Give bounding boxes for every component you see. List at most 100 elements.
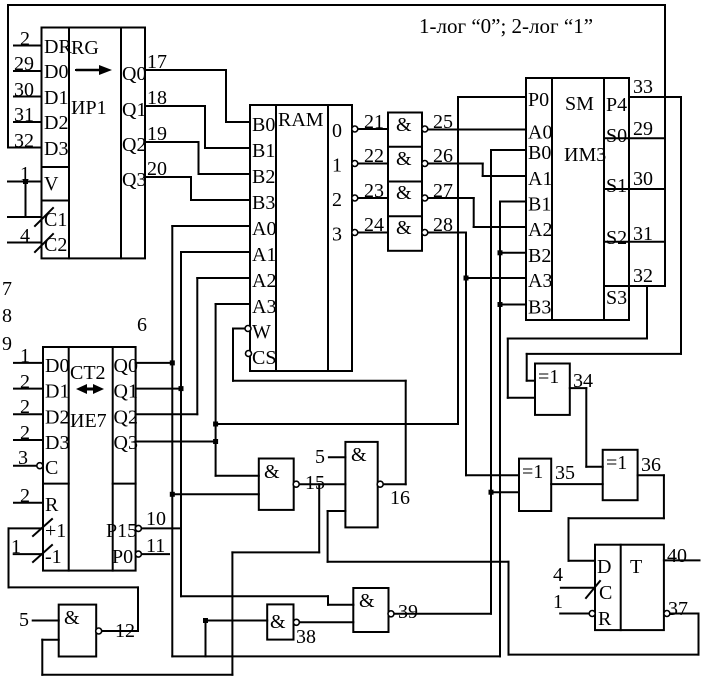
svg-text:22: 22 <box>364 145 384 167</box>
svg-text:30: 30 <box>633 168 653 190</box>
svg-text:17: 17 <box>147 51 167 73</box>
svg-text:&: & <box>359 590 375 612</box>
svg-text:&: & <box>64 607 80 629</box>
svg-text:30: 30 <box>14 79 34 101</box>
svg-text:SM: SM <box>565 93 594 115</box>
svg-text:P4: P4 <box>606 94 627 116</box>
svg-text:C2: C2 <box>44 234 67 256</box>
svg-text:C1: C1 <box>44 209 67 231</box>
svg-text:19: 19 <box>147 123 167 145</box>
svg-text:1: 1 <box>20 163 30 185</box>
svg-text:ИЕ7: ИЕ7 <box>70 410 107 432</box>
svg-text:32: 32 <box>633 265 653 287</box>
svg-text:31: 31 <box>633 223 653 245</box>
svg-text:P0: P0 <box>112 546 133 568</box>
svg-text:Q2: Q2 <box>122 134 146 156</box>
svg-text:C: C <box>45 457 58 479</box>
svg-text:0: 0 <box>332 120 342 142</box>
svg-text:T: T <box>630 556 642 578</box>
svg-text:28: 28 <box>433 214 453 236</box>
svg-text:V: V <box>44 173 59 195</box>
svg-text:Q2: Q2 <box>114 406 138 428</box>
svg-text:P0: P0 <box>528 89 549 111</box>
svg-text:B2: B2 <box>528 245 551 267</box>
svg-text:Q1: Q1 <box>122 99 146 121</box>
svg-text:R: R <box>598 608 612 630</box>
svg-text:24: 24 <box>364 214 384 236</box>
svg-text:D1: D1 <box>44 87 68 109</box>
svg-text:+1: +1 <box>45 520 66 542</box>
svg-text:A0: A0 <box>252 218 276 240</box>
svg-text:33: 33 <box>633 76 653 98</box>
svg-text:B3: B3 <box>252 192 275 214</box>
svg-text:2: 2 <box>20 28 30 50</box>
svg-text:Q0: Q0 <box>114 355 138 377</box>
svg-text:&: & <box>264 461 280 483</box>
svg-text:40: 40 <box>667 545 687 567</box>
svg-text:2: 2 <box>332 189 342 211</box>
svg-text:Q3: Q3 <box>122 169 146 191</box>
svg-text:29: 29 <box>633 118 653 140</box>
svg-text:25: 25 <box>433 111 453 133</box>
svg-text:B1: B1 <box>252 140 275 162</box>
svg-text:D1: D1 <box>45 381 69 403</box>
svg-text:16: 16 <box>390 487 410 509</box>
svg-text:СТ2: СТ2 <box>70 362 106 384</box>
svg-text:2: 2 <box>20 371 30 393</box>
svg-text:S1: S1 <box>606 175 627 197</box>
svg-text:26: 26 <box>433 145 453 167</box>
svg-text:1: 1 <box>332 155 342 177</box>
svg-text:-1: -1 <box>45 546 62 568</box>
svg-text:&: & <box>396 148 412 170</box>
svg-text:S0: S0 <box>606 125 627 147</box>
svg-text:=1: =1 <box>606 452 627 474</box>
svg-text:D0: D0 <box>45 355 69 377</box>
svg-text:B3: B3 <box>528 297 551 319</box>
svg-text:20: 20 <box>147 158 167 180</box>
svg-text:3: 3 <box>18 447 28 469</box>
svg-text:R: R <box>45 494 59 516</box>
svg-text:1: 1 <box>20 345 30 367</box>
svg-text:9: 9 <box>2 333 12 355</box>
svg-text:23: 23 <box>364 180 384 202</box>
svg-text:B2: B2 <box>252 166 275 188</box>
svg-text:A0: A0 <box>528 122 552 144</box>
svg-text:&: & <box>396 217 412 239</box>
svg-text:2: 2 <box>20 396 30 418</box>
svg-text:31: 31 <box>14 104 34 126</box>
svg-text:D3: D3 <box>45 432 69 454</box>
svg-text:5: 5 <box>19 609 29 631</box>
svg-text:6: 6 <box>137 314 147 336</box>
svg-text:CS: CS <box>252 347 276 369</box>
svg-text:1: 1 <box>553 591 563 613</box>
svg-text:11: 11 <box>146 535 165 557</box>
svg-text:D2: D2 <box>44 112 68 134</box>
svg-text:S3: S3 <box>606 287 627 309</box>
svg-text:1: 1 <box>11 536 21 558</box>
svg-text:29: 29 <box>14 53 34 75</box>
svg-text:RAM: RAM <box>278 109 324 131</box>
svg-text:C: C <box>599 582 612 604</box>
svg-text:&: & <box>270 611 286 633</box>
svg-text:&: & <box>351 444 367 466</box>
svg-text:D0: D0 <box>44 61 68 83</box>
svg-text:S2: S2 <box>606 227 627 249</box>
svg-text:&: & <box>396 114 412 136</box>
svg-text:7: 7 <box>2 278 12 300</box>
svg-text:3: 3 <box>332 224 342 246</box>
svg-text:A2: A2 <box>252 270 276 292</box>
svg-text:15: 15 <box>305 472 325 494</box>
svg-text:&: & <box>396 182 412 204</box>
svg-text:10: 10 <box>146 508 166 530</box>
svg-text:8: 8 <box>2 305 12 327</box>
svg-text:1-лог “0”; 2-лог “1”: 1-лог “0”; 2-лог “1” <box>419 14 593 38</box>
svg-text:2: 2 <box>20 485 30 507</box>
svg-text:A1: A1 <box>252 244 276 266</box>
svg-text:B0: B0 <box>252 114 275 136</box>
svg-text:37: 37 <box>668 598 688 620</box>
svg-text:W: W <box>252 321 271 343</box>
svg-text:DR: DR <box>44 36 72 58</box>
svg-text:38: 38 <box>296 626 316 648</box>
svg-text:ИР1: ИР1 <box>71 97 107 119</box>
svg-text:39: 39 <box>398 601 418 623</box>
